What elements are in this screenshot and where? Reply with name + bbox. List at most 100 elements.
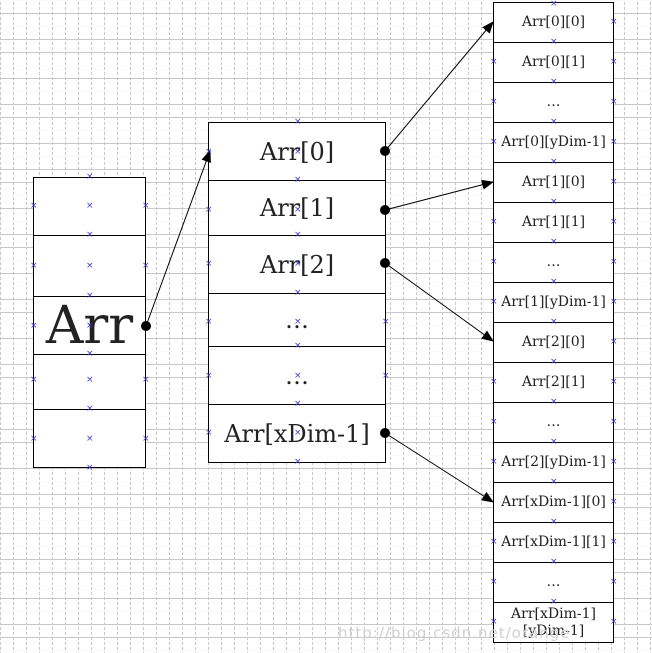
connection-point-icon: × xyxy=(490,457,498,467)
connection-point-icon: × xyxy=(142,375,150,385)
right-cell: … xyxy=(493,402,614,443)
connection-point-icon: × xyxy=(142,261,150,271)
connection-point-icon: × xyxy=(382,371,390,381)
left-cell xyxy=(33,177,146,236)
connection-point-icon: × xyxy=(86,404,94,414)
mid-cell-last: Arr[xDim-1] xyxy=(208,404,386,463)
connection-point-icon: × xyxy=(294,317,302,327)
pointer-dot xyxy=(380,258,390,268)
connection-point-icon: × xyxy=(550,517,558,527)
connection-point-icon: × xyxy=(490,617,498,627)
connection-point-icon: × xyxy=(294,457,302,467)
pointer-dot xyxy=(380,428,390,438)
right-cell: Arr[2][1] xyxy=(493,362,614,403)
connection-point-icon: × xyxy=(610,377,618,387)
connection-point-icon: × xyxy=(86,230,94,240)
connection-point-icon: × xyxy=(382,317,390,327)
connection-point-icon: × xyxy=(550,77,558,87)
connection-point-icon: × xyxy=(550,117,558,127)
left-cell-arr: Arr xyxy=(33,296,146,356)
connection-point-icon: × xyxy=(550,597,558,607)
connection-point-icon: × xyxy=(610,177,618,187)
connection-point-icon: × xyxy=(550,277,558,287)
connection-point-icon: × xyxy=(550,317,558,327)
connection-point-icon: × xyxy=(490,297,498,307)
right-cell: Arr[xDim-1][yDim-1] xyxy=(493,602,614,643)
connection-point-icon: × xyxy=(30,434,38,444)
arrow-row1 xyxy=(384,179,494,211)
connection-point-icon: × xyxy=(550,37,558,47)
arrow-row2 xyxy=(384,262,494,342)
connection-point-icon: × xyxy=(86,261,94,271)
connection-point-icon: × xyxy=(490,577,498,587)
connection-point-icon: × xyxy=(490,257,498,267)
right-cell: Arr[2][yDim-1] xyxy=(493,442,614,483)
connection-point-icon: × xyxy=(205,371,213,381)
connection-point-icon: × xyxy=(86,349,94,359)
connection-point-icon: × xyxy=(610,137,618,147)
arrow-row-last xyxy=(384,432,494,503)
connection-point-icon: × xyxy=(610,577,618,587)
connection-point-icon: × xyxy=(610,97,618,107)
right-cell: Arr[1][0] xyxy=(493,162,614,203)
arrow-left-to-mid xyxy=(145,150,211,327)
connection-point-icon: × xyxy=(550,437,558,447)
connection-point-icon: × xyxy=(610,17,618,27)
connection-point-icon: × xyxy=(610,537,618,547)
mid-cell-0: Arr[0] xyxy=(208,122,386,181)
right-cell: … xyxy=(493,242,614,283)
connection-point-icon: × xyxy=(490,417,498,427)
connection-point-icon: × xyxy=(610,417,618,427)
connection-point-icon: × xyxy=(294,259,302,269)
connection-point-icon: × xyxy=(550,357,558,367)
connection-point-icon: × xyxy=(610,217,618,227)
connection-point-icon: × xyxy=(294,288,302,298)
connection-point-icon: × xyxy=(550,157,558,167)
connection-point-icon: × xyxy=(86,463,94,473)
connection-point-icon: × xyxy=(294,341,302,351)
connection-point-icon: × xyxy=(550,237,558,247)
connection-point-icon: × xyxy=(30,201,38,211)
connection-point-icon: × xyxy=(30,375,38,385)
connection-point-icon: × xyxy=(294,147,302,157)
pointer-dot xyxy=(380,146,390,156)
connection-point-icon: × xyxy=(294,371,302,381)
connection-point-icon: × xyxy=(294,428,302,438)
connection-point-icon: × xyxy=(490,57,498,67)
connection-point-icon: × xyxy=(142,201,150,211)
connection-point-icon: × xyxy=(294,175,302,185)
right-cell: Arr[0][1] xyxy=(493,42,614,83)
mid-cell-ellipsis: … xyxy=(208,346,386,405)
left-cell xyxy=(33,409,146,468)
connection-point-icon: × xyxy=(550,197,558,207)
connection-point-icon: × xyxy=(610,57,618,67)
connection-point-icon: × xyxy=(30,261,38,271)
connection-point-icon: × xyxy=(610,297,618,307)
connection-point-icon: × xyxy=(610,497,618,507)
connection-point-icon: × xyxy=(610,337,618,347)
connection-point-icon: × xyxy=(490,217,498,227)
connection-point-icon: × xyxy=(490,97,498,107)
connection-point-icon: × xyxy=(142,434,150,444)
right-cell: … xyxy=(493,562,614,603)
connection-point-icon: × xyxy=(86,172,94,182)
connection-point-icon: × xyxy=(205,259,213,269)
connection-point-icon: × xyxy=(550,557,558,567)
connection-point-icon: × xyxy=(86,434,94,444)
pointer-dot xyxy=(380,205,390,215)
right-cell: Arr[0][0] xyxy=(493,2,614,43)
connection-point-icon: × xyxy=(490,377,498,387)
connection-point-icon: × xyxy=(610,257,618,267)
watermark: http://blog.csdn.net/orange xyxy=(338,624,571,642)
connection-point-icon: × xyxy=(205,147,213,157)
right-cell: Arr[1][yDim-1] xyxy=(493,282,614,323)
connection-point-icon: × xyxy=(550,477,558,487)
pointer-dot xyxy=(141,321,151,331)
connection-point-icon: × xyxy=(490,137,498,147)
connection-point-icon: × xyxy=(86,291,94,301)
connection-point-icon: × xyxy=(550,397,558,407)
connection-point-icon: × xyxy=(610,617,618,627)
connection-point-icon: × xyxy=(294,399,302,409)
connection-point-icon: × xyxy=(550,0,558,9)
